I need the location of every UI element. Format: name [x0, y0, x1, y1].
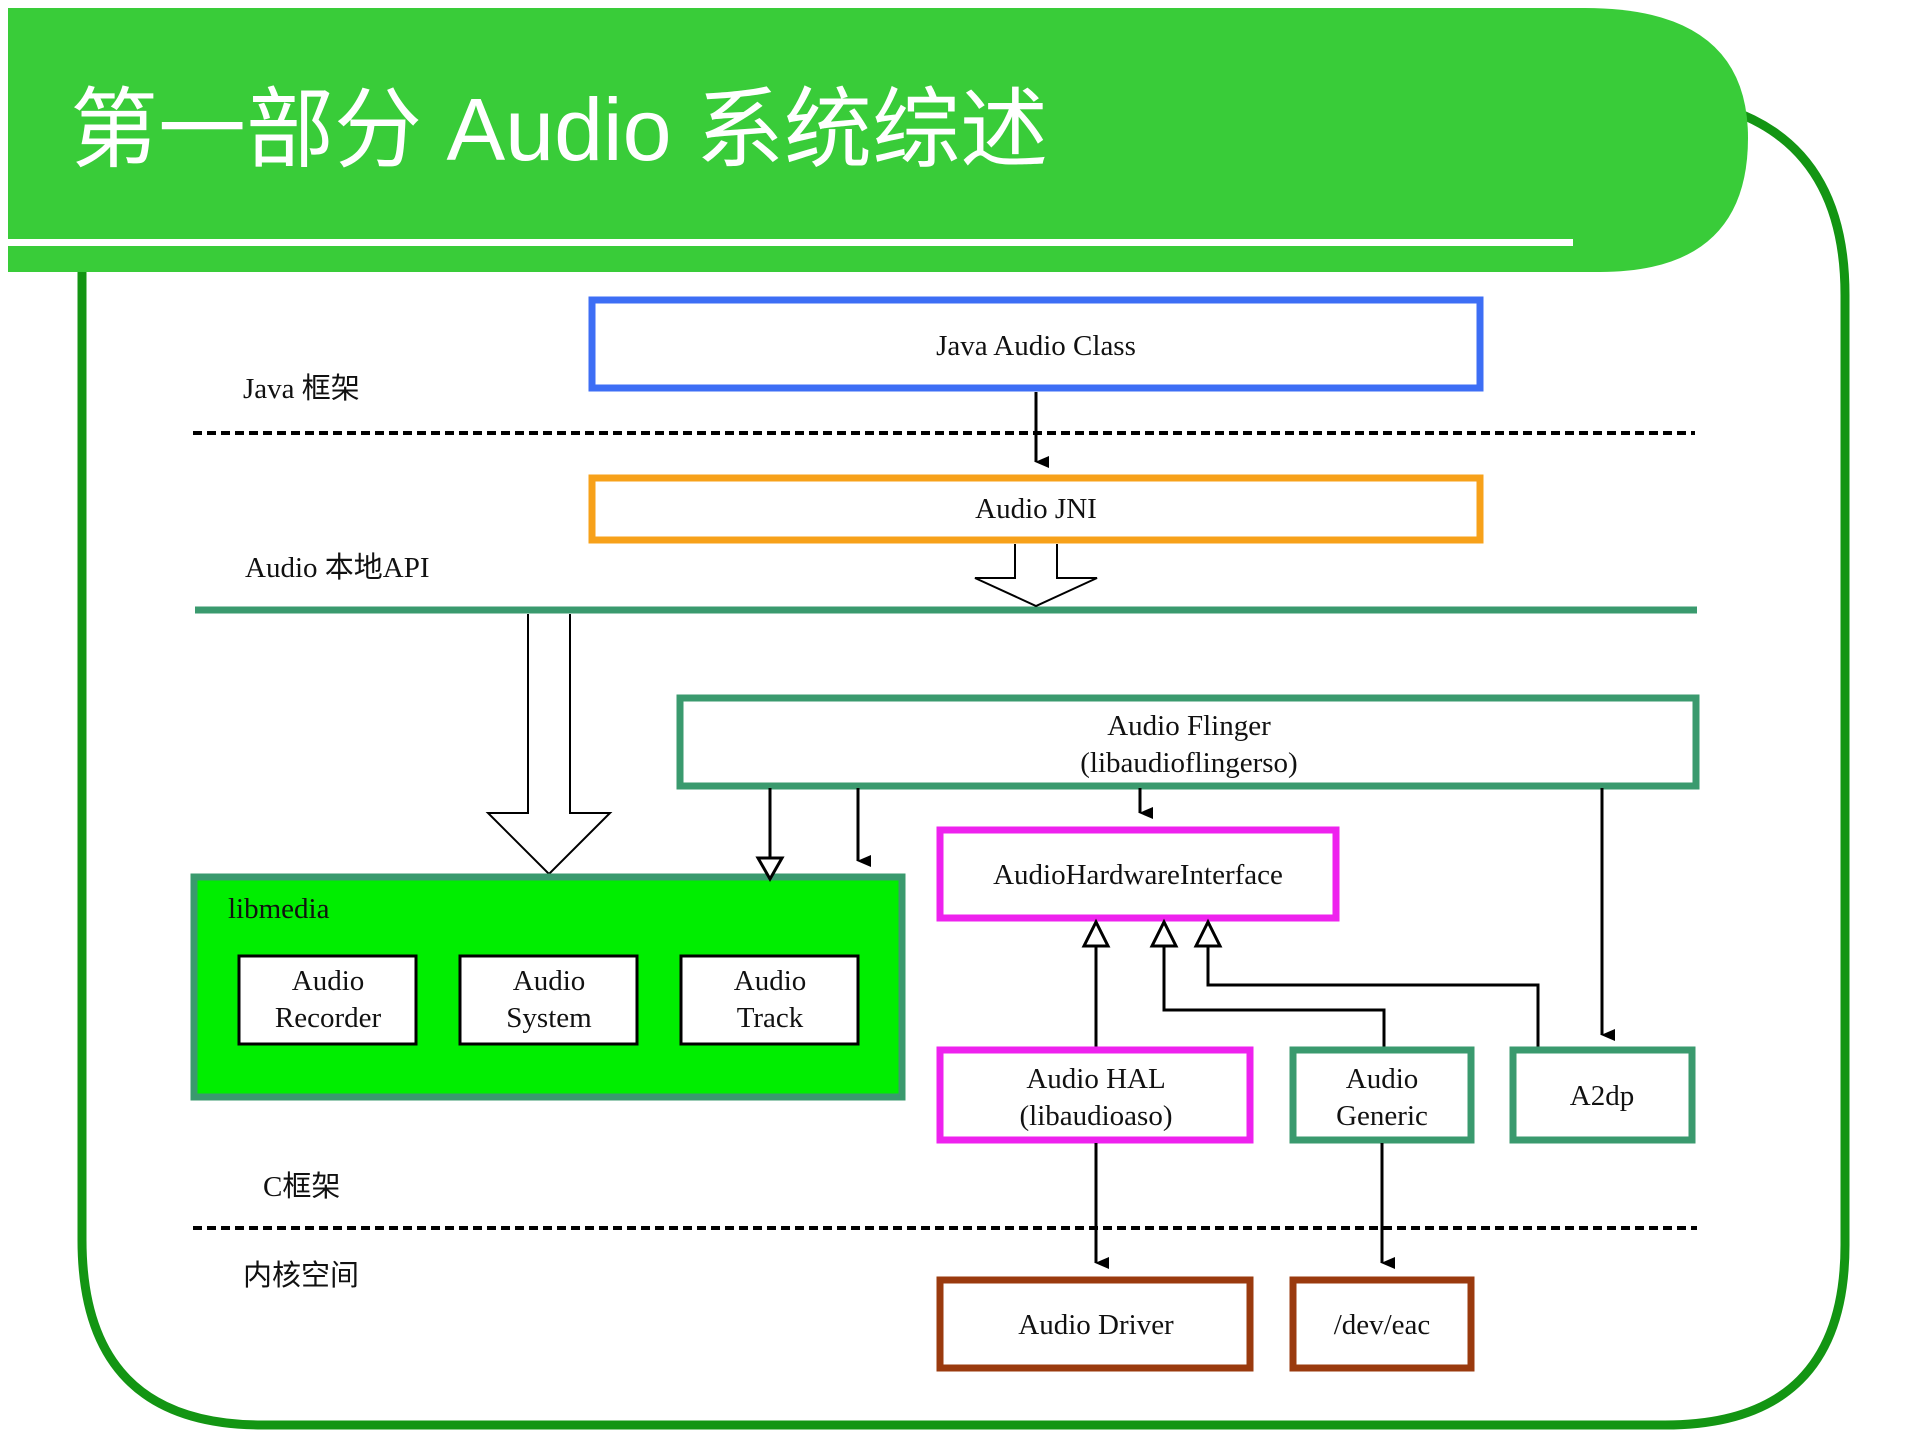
audio-jni-label: Audio JNI	[975, 493, 1097, 525]
libmedia-label: libmedia	[228, 893, 330, 925]
audio-hal-box	[936, 1046, 1254, 1144]
inherit-a2dp-line	[1206, 946, 1540, 1050]
audio-track-label-line2: Track	[737, 1002, 804, 1034]
audio-track-box	[679, 954, 860, 1046]
audio-system-label-line1: Audio	[513, 965, 586, 997]
audio-generic-label-line1: Audio	[1346, 1063, 1419, 1095]
audio-generic-label-line2: Generic	[1336, 1100, 1428, 1132]
audio-flinger-label-line2: (libaudioflingerso)	[1080, 747, 1297, 779]
header-band	[8, 8, 1748, 272]
layer-label-c-framework: C框架	[263, 1170, 340, 1203]
layer-label-java: Java 框架	[243, 372, 360, 405]
audio-track-label-line1: Audio	[734, 965, 807, 997]
audio-hal-label-line1: Audio HAL	[1026, 1063, 1165, 1095]
layer-label-native-api: Audio 本地API	[245, 551, 429, 584]
slide-title: 第一部分 Audio 系统综述	[70, 80, 1048, 179]
java-audio-class-label: Java Audio Class	[936, 330, 1136, 362]
a2dp-box	[1509, 1046, 1696, 1144]
audio-hw-interface-label: AudioHardwareInterface	[993, 859, 1283, 891]
audio-recorder-label-line1: Audio	[292, 965, 365, 997]
audio-driver-label: Audio Driver	[1018, 1309, 1174, 1341]
java-audio-class-box	[588, 296, 1484, 392]
inherit-a2dp-head	[1193, 918, 1223, 948]
dev-eac-box	[1289, 1276, 1475, 1372]
layer-label-kernel: 内核空间	[243, 1259, 359, 1292]
audio-flinger-label-line1: Audio Flinger	[1107, 710, 1271, 742]
inherit-generic-head	[1149, 918, 1179, 948]
audio-system-box	[458, 954, 639, 1046]
audio-system-label-line2: System	[506, 1002, 592, 1034]
header-rule	[8, 239, 1573, 246]
slide-frame	[77, 105, 1850, 1430]
hollow-arrow-jni-down	[974, 544, 1098, 608]
audio-hw-interface-box	[936, 826, 1340, 922]
audio-jni-box	[588, 474, 1484, 544]
audio-hal-label-line2: (libaudioaso)	[1019, 1100, 1172, 1132]
audio-recorder-box	[237, 954, 418, 1046]
audio-flinger-box	[676, 694, 1700, 790]
audio-generic-box	[1289, 1046, 1475, 1144]
audio-recorder-label-line2: Recorder	[275, 1002, 382, 1034]
audio-driver-box	[936, 1276, 1254, 1372]
arrow-flinger-to-libmedia-hollow-head	[755, 856, 785, 883]
inherit-hal-head	[1081, 918, 1111, 948]
a2dp-label: A2dp	[1570, 1080, 1634, 1112]
inherit-generic-line	[1162, 946, 1386, 1050]
hollow-arrow-to-libmedia	[485, 614, 613, 876]
dev-eac-label: /dev/eac	[1334, 1309, 1431, 1341]
